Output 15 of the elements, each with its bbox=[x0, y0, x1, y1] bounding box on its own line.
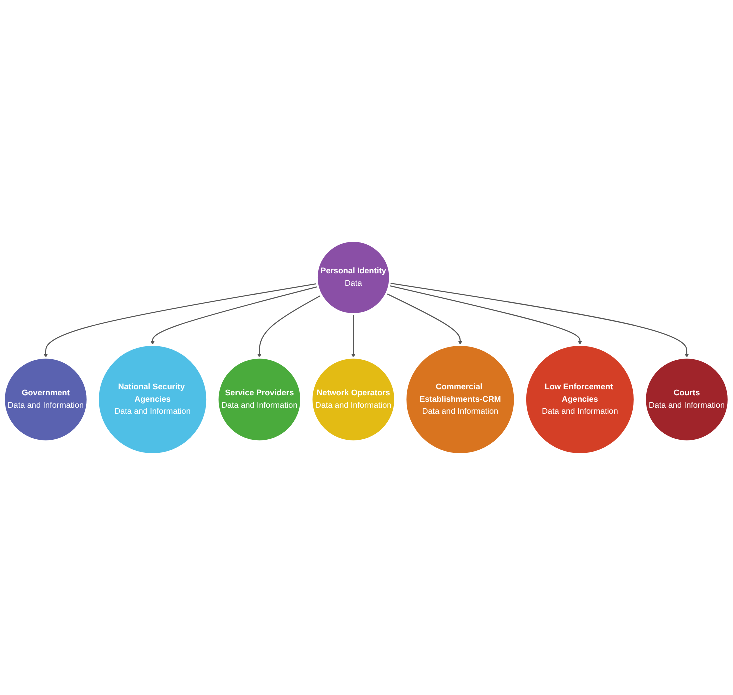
node-circle: Network Operators Data and Information bbox=[310, 356, 397, 442]
node-circle: Personal Identity Data bbox=[316, 240, 392, 316]
node-circle: Courts Data and Information bbox=[644, 356, 730, 442]
node-circle: Service Providers Data and Information bbox=[216, 356, 303, 442]
arrow bbox=[390, 282, 690, 358]
node-circle: Commercial Establishments-CRM Data and Information bbox=[404, 344, 516, 456]
arrow bbox=[150, 286, 318, 345]
arrow bbox=[257, 294, 322, 358]
node-circle: Government Data and Information bbox=[3, 356, 89, 442]
node-circle: National Security Agencies Data and Information bbox=[97, 344, 209, 456]
arrow bbox=[351, 314, 356, 358]
node-circle: Low Enforcement Agencies Data and Information bbox=[524, 344, 636, 456]
arrow bbox=[386, 293, 463, 345]
arrow bbox=[44, 283, 318, 358]
arrow bbox=[389, 285, 582, 345]
